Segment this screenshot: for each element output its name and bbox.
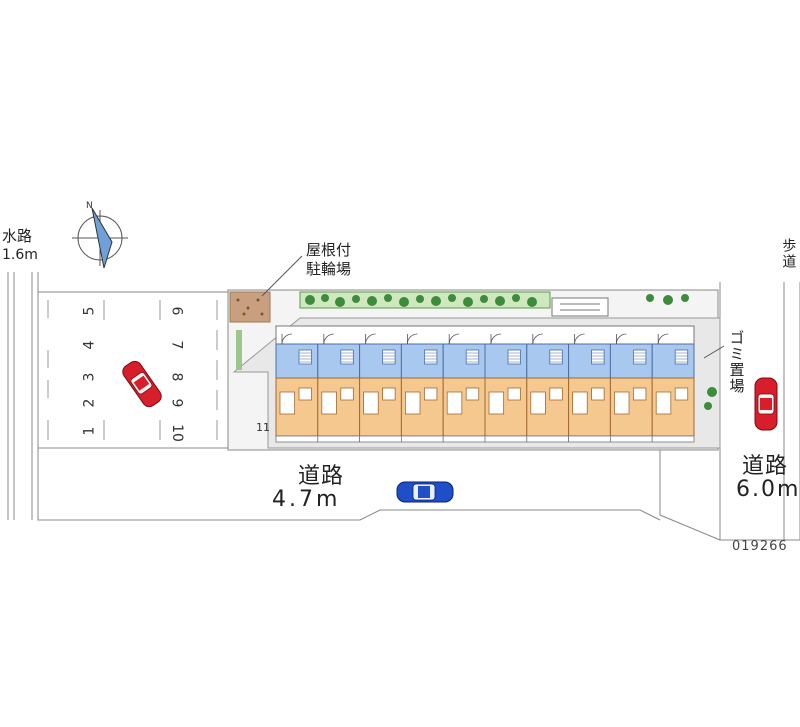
north-arrow-icon: N: [72, 201, 128, 269]
main-road-width: 4.7m: [272, 487, 341, 512]
parking-space-number: 3: [81, 372, 98, 382]
apartment-unit: [275, 333, 319, 443]
garbage-leader: [703, 345, 725, 359]
bike-parking: [229, 291, 271, 323]
apartment-unit: [484, 333, 528, 443]
apartment-unit: [359, 333, 402, 443]
sidewalk-label: 歩道: [780, 238, 797, 270]
waterway-lines: [7, 272, 39, 520]
parking-space-number: 6: [168, 306, 185, 316]
hedge-row: [236, 291, 717, 410]
parking-space-number: 10: [168, 424, 185, 442]
parking-space-number: 4: [81, 340, 98, 350]
parking-space-number: 5: [81, 306, 98, 316]
bike-parking-label-line1: 屋根付: [306, 241, 352, 259]
apartment-unit: [400, 333, 444, 443]
parking-space-number: 8: [168, 372, 185, 382]
apartment-building: [275, 325, 695, 443]
waterway-name: 水路: [2, 227, 33, 245]
corridor: [275, 325, 695, 345]
apartment-unit: [317, 333, 361, 443]
east-road-width: 6.0m: [736, 477, 800, 502]
apartment-unit: [568, 333, 611, 443]
parking-space-number: 2: [81, 398, 98, 408]
parking-space-number: 1: [81, 426, 98, 436]
red-car-east-icon: [754, 377, 778, 431]
apartment-unit: [526, 333, 570, 443]
apartment-unit: [442, 333, 486, 443]
svg-text:N: N: [86, 201, 93, 211]
east-road-name: 道路: [742, 454, 789, 479]
garbage-area-box: [551, 297, 609, 317]
waterway-width: 1.6m: [2, 247, 38, 263]
apartment-unit: [651, 333, 695, 443]
parking-space-number: 11: [256, 421, 270, 434]
bike-parking-label-line2: 駐輪場: [306, 260, 352, 278]
garbage-area-label: ゴミ置場: [727, 330, 746, 394]
parking-space-number: 9: [168, 398, 185, 408]
parking-space-number: 7: [168, 340, 185, 350]
main-road-name: 道路: [298, 464, 345, 489]
property-code: 019266: [732, 539, 788, 554]
bike-parking-leader: [261, 255, 303, 297]
apartment-unit: [609, 333, 653, 443]
blue-car-icon: [396, 481, 454, 503]
red-car-icon: [122, 360, 162, 408]
